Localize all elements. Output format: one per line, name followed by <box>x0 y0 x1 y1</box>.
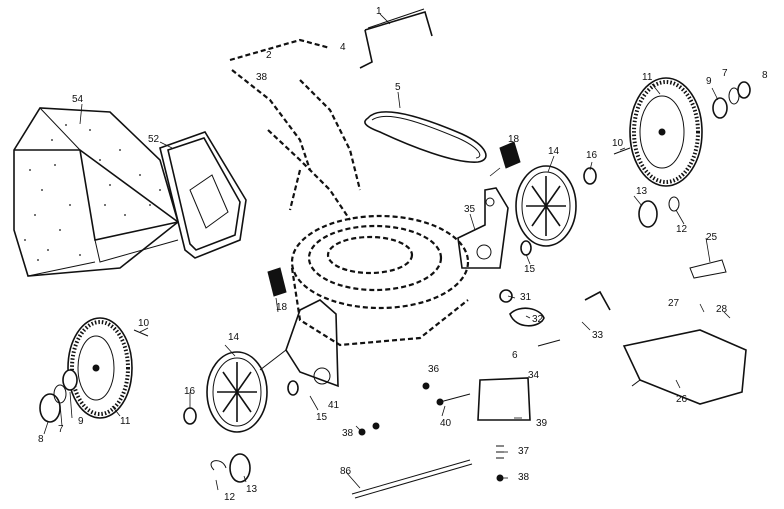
catcher-frame <box>159 131 247 259</box>
label-4: 4 <box>340 42 346 53</box>
drive-wheel-lower <box>206 351 268 433</box>
label-40: 40 <box>440 418 452 429</box>
label-5: 5 <box>395 82 401 93</box>
label-12-left: 12 <box>224 492 236 503</box>
label-6: 6 <box>512 350 518 361</box>
label-39: 39 <box>536 418 548 429</box>
label-35: 35 <box>464 204 476 215</box>
label-38-middle: 38 <box>342 428 354 439</box>
label-27: 27 <box>668 298 680 309</box>
label-8-right: 8 <box>762 70 768 81</box>
label-25: 25 <box>706 232 718 243</box>
label-31: 31 <box>520 292 532 303</box>
wheel-upper-right <box>629 77 703 187</box>
label-28: 28 <box>716 304 728 315</box>
label-11-right: 11 <box>642 72 653 83</box>
leader-lines <box>43 13 731 491</box>
label-86: 86 <box>340 466 352 477</box>
label-13-right: 13 <box>636 186 648 197</box>
label-15-left: 15 <box>316 412 328 423</box>
drive-wheel-upper <box>515 165 577 247</box>
label-14-left: 14 <box>228 332 240 343</box>
label-1: 1 <box>376 6 382 17</box>
drive-belt <box>364 111 487 163</box>
label-15-right: 15 <box>524 264 536 275</box>
label-34: 34 <box>528 370 540 381</box>
label-16-right: 16 <box>586 150 598 161</box>
label-9-left: 9 <box>78 416 84 427</box>
label-13-left: 13 <box>246 484 258 495</box>
label-26: 26 <box>676 394 688 405</box>
rear-deflector <box>622 259 747 405</box>
label-38-bottom: 38 <box>518 472 530 483</box>
label-9-right: 9 <box>706 76 712 87</box>
label-10-right: 10 <box>612 138 624 149</box>
label-11-left: 11 <box>120 416 131 427</box>
label-33: 33 <box>592 330 604 341</box>
label-14-right: 14 <box>548 146 560 157</box>
label-38-top: 38 <box>256 72 268 83</box>
label-8-left: 8 <box>38 434 44 445</box>
label-32: 32 <box>532 314 544 325</box>
small-parts-right <box>267 81 751 396</box>
label-7-right: 7 <box>722 68 728 79</box>
label-12-right: 12 <box>676 224 688 235</box>
label-41: 41 <box>328 400 340 411</box>
label-37: 37 <box>518 446 530 457</box>
part-labels: 1 2 4 5 6 7 7 8 8 9 9 10 10 11 11 12 12 … <box>38 6 768 503</box>
label-52: 52 <box>148 134 160 145</box>
handle-bail <box>359 8 433 69</box>
handle-assembly <box>229 38 362 221</box>
label-7-left: 7 <box>58 424 64 435</box>
mower-deck <box>290 214 470 347</box>
label-18-left: 18 <box>276 302 288 313</box>
label-10-left: 10 <box>138 318 150 329</box>
label-36: 36 <box>428 364 440 375</box>
gear-bracket-upper <box>457 187 509 269</box>
label-16-left: 16 <box>184 386 196 397</box>
label-54: 54 <box>72 94 84 105</box>
misc-parts <box>351 289 611 499</box>
label-2: 2 <box>266 50 272 61</box>
label-18-right: 18 <box>508 134 520 145</box>
gear-bracket-lower <box>259 299 339 388</box>
wheel-lower-left <box>67 317 133 419</box>
